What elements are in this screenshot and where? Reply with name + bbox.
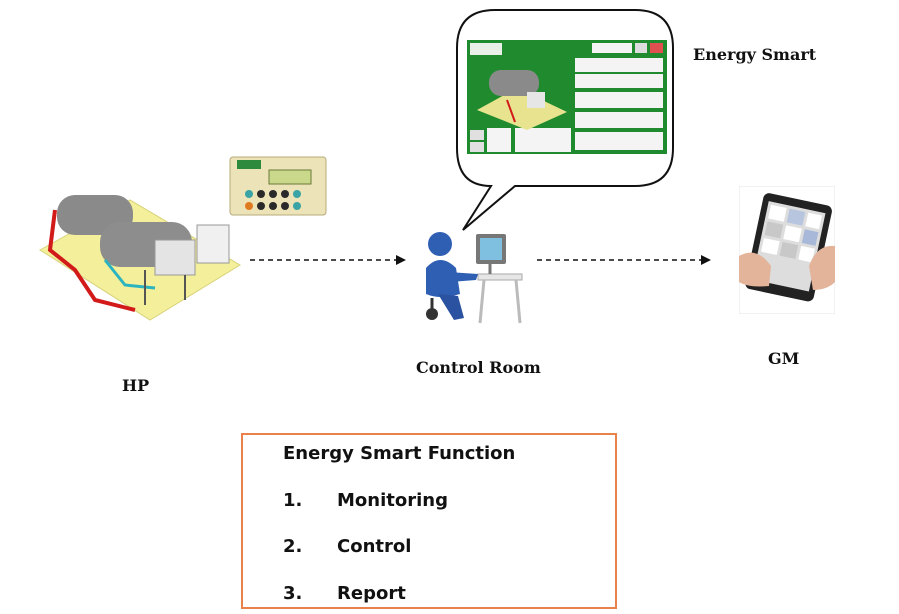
energy-smart-function-box: Energy Smart Function 1. Monitoring 2. C… [241,433,617,609]
function-item-control: Control [337,536,411,557]
arrow-hp-to-control [250,252,410,268]
tablet-in-hands-image [739,186,835,314]
control-room-label: Control Room [416,358,541,377]
hp-label: HP [122,376,149,395]
hp-plant-illustration [35,170,245,340]
function-item-monitoring: Monitoring [337,490,448,511]
function-item-number: 1. [283,490,302,511]
arrow-control-to-gm [537,252,717,268]
gm-label: GM [768,349,799,368]
function-item-number: 3. [283,583,302,604]
operator-at-computer-icon [418,228,528,326]
controller-device [229,156,327,216]
function-box-title: Energy Smart Function [283,443,515,464]
function-item-report: Report [337,583,406,604]
energy-smart-label: Energy Smart [693,45,816,64]
function-item-number: 2. [283,536,302,557]
energy-smart-screen [467,40,667,154]
